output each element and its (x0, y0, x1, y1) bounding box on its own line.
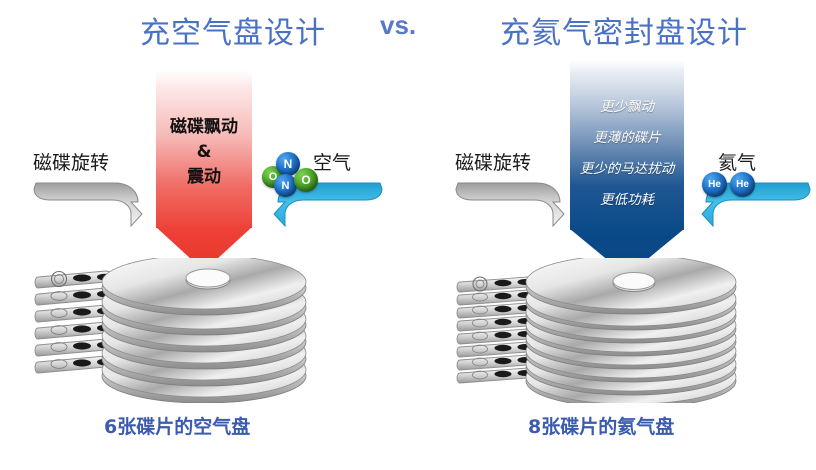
arrow-body (156, 70, 252, 228)
air-gas-label: 空气 (313, 152, 352, 174)
rotation-arrow-icon-left (33, 182, 143, 228)
helium-gas-label: 氦气 (718, 152, 757, 174)
page-title-right: 充氦气密封盘设计 (500, 16, 748, 51)
down-arrow-icon-blue (570, 60, 684, 276)
page-title-left: 充空气盘设计 (140, 16, 326, 51)
arrow-body (570, 60, 684, 230)
atom-sphere-n2: N (274, 174, 297, 197)
air-molecule-icon: O N N O (262, 152, 320, 204)
down-arrow-icon-red (156, 70, 252, 271)
atom-sphere-he2: He (730, 172, 755, 197)
versus-label: vs. (380, 10, 417, 40)
caption-right: 8张碟片的氦气盘 (528, 416, 675, 438)
atom-sphere-o2: O (294, 168, 318, 192)
disk-rotation-label-right: 磁碟旋转 (455, 152, 532, 174)
caption-left: 6张碟片的空气盘 (104, 416, 251, 438)
platter-group (101, 258, 307, 403)
disk-stack-icon-left (34, 258, 307, 403)
disk-stack-icon-right (456, 258, 737, 403)
disk-rotation-label-left: 磁碟旋转 (33, 152, 110, 174)
platter-group (525, 258, 737, 403)
atom-sphere-he1: He (702, 172, 727, 197)
helium-molecule-icon: He He (702, 172, 758, 200)
rotation-arrow-icon-right (455, 182, 565, 228)
